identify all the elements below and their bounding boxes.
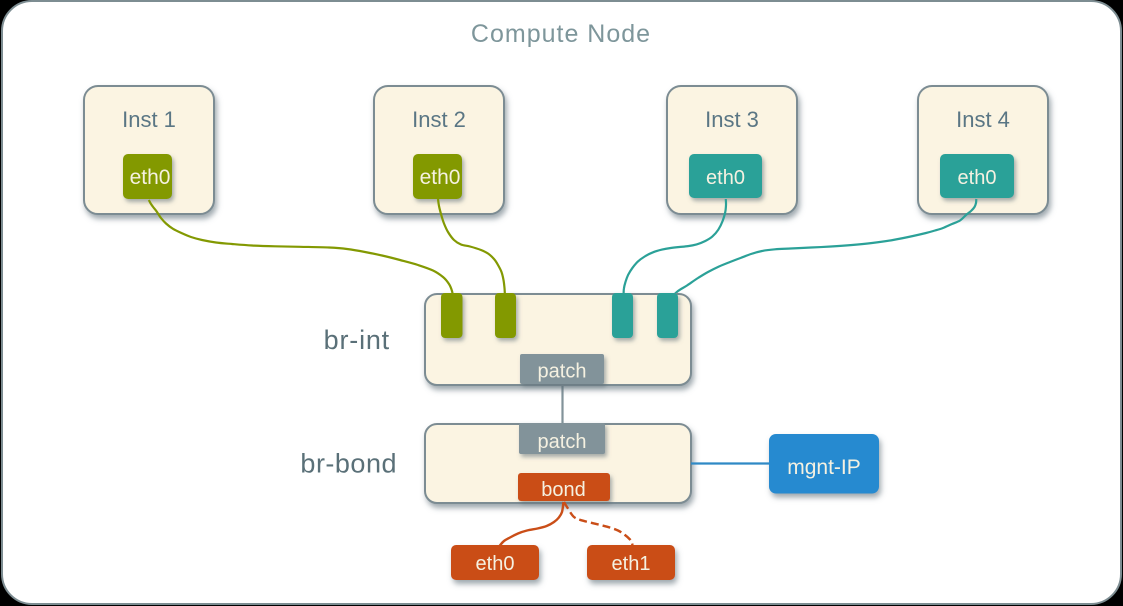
svg-text:Compute Node: Compute Node <box>471 20 651 48</box>
svg-text:eth0: eth0 <box>706 167 745 189</box>
svg-text:eth0: eth0 <box>958 167 997 189</box>
svg-text:mgnt-IP: mgnt-IP <box>787 456 861 479</box>
svg-text:eth0: eth0 <box>476 553 515 575</box>
svg-text:Inst 2: Inst 2 <box>412 107 466 132</box>
svg-text:br-bond: br-bond <box>300 449 397 479</box>
svg-text:Inst 3: Inst 3 <box>705 107 759 132</box>
svg-text:eth0: eth0 <box>130 166 171 189</box>
svg-text:br-int: br-int <box>324 325 390 355</box>
svg-text:eth1: eth1 <box>612 553 651 575</box>
svg-text:patch: patch <box>538 431 587 453</box>
svg-text:eth0: eth0 <box>420 166 461 189</box>
svg-text:bond: bond <box>541 479 586 501</box>
svg-text:patch: patch <box>538 361 587 383</box>
svg-text:Inst 1: Inst 1 <box>122 107 176 132</box>
svg-text:Inst 4: Inst 4 <box>956 107 1010 132</box>
